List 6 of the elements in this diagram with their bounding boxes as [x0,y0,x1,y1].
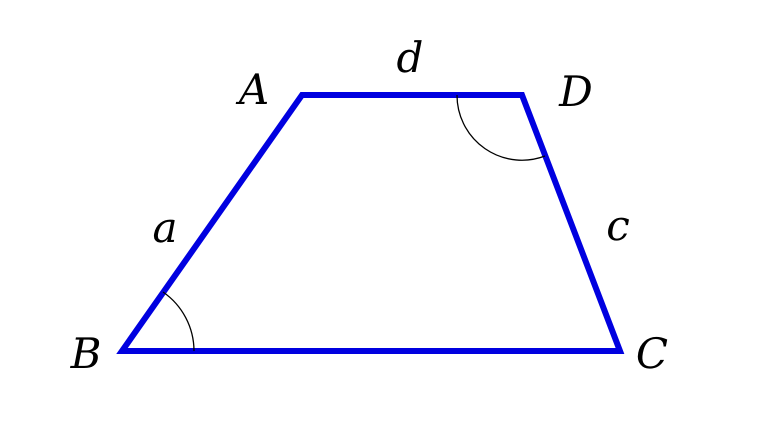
vertex-label: C [636,333,668,375]
side-label: a [152,207,178,249]
vertex-label: B [70,333,102,375]
side-label: d [396,37,424,79]
vertex-label: D [559,71,593,113]
side-label: c [606,205,630,247]
